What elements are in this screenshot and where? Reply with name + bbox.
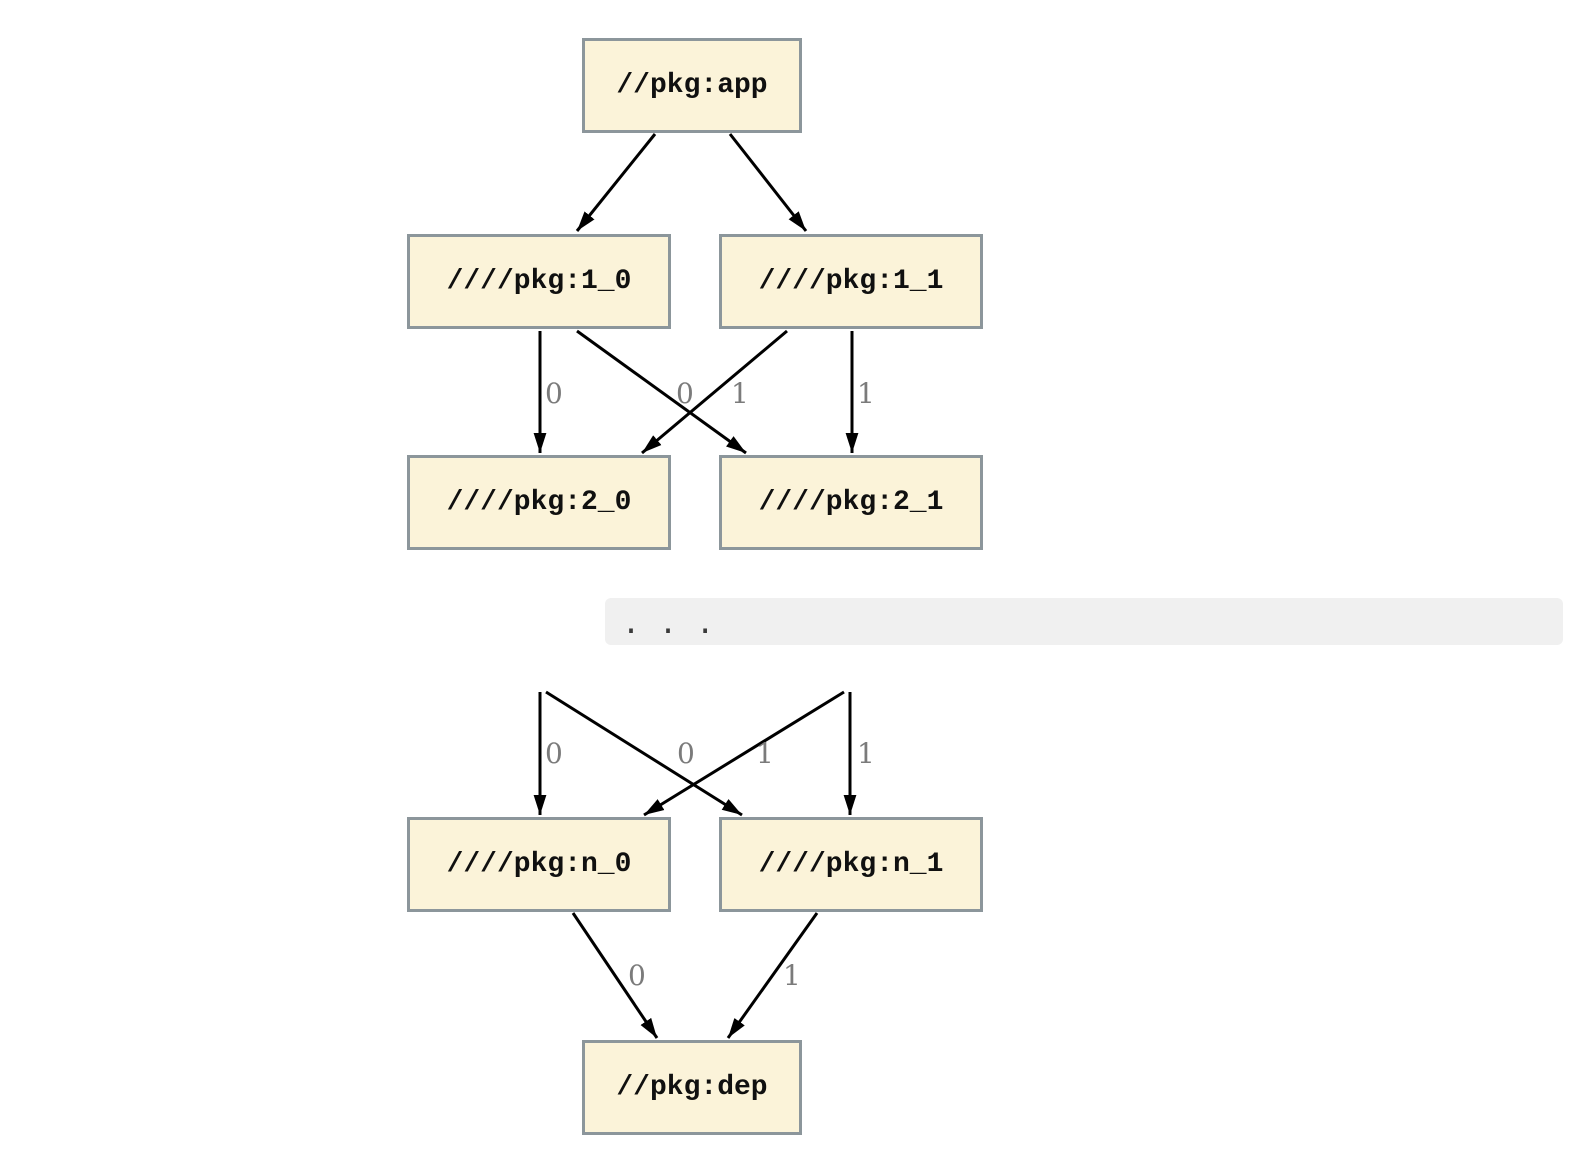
- node-pkg-1-0: ////pkg:1_0: [407, 234, 671, 329]
- edge-app-to-v1_0: [575, 133, 657, 232]
- edge-label-ellipsis-to-vn_0: 0: [677, 737, 695, 770]
- edge-label-vn_0-to-dep: 0: [628, 959, 646, 992]
- edge-app-to-v1_1: [728, 133, 808, 232]
- edge-label-v1_1-to-v2_0: 0: [676, 377, 694, 410]
- node-pkg-app: //pkg:app: [582, 38, 802, 133]
- edge-label-ellipsis-to-vn_1: 1: [756, 737, 774, 770]
- node-pkg-n-0: ////pkg:n_0: [407, 817, 671, 912]
- edge-v1_0-to-v2_1: [576, 329, 747, 455]
- edge-label-ellipsis-to-vn_0: 0: [545, 737, 563, 770]
- edge-label-vn_1-to-dep: 1: [783, 959, 801, 992]
- node-pkg-1-1: ////pkg:1_1: [719, 234, 983, 329]
- ellipsis-dots: ...: [622, 606, 734, 641]
- node-pkg-n-1: ////pkg:n_1: [719, 817, 983, 912]
- node-pkg-2-0: ////pkg:2_0: [407, 455, 671, 550]
- node-pkg-dep: //pkg:dep: [582, 1040, 802, 1135]
- edge-label-ellipsis-to-vn_1: 1: [857, 737, 875, 770]
- edge-label-v1_0-to-v2_0: 0: [545, 377, 563, 410]
- edge-label-v1_0-to-v2_1: 1: [731, 377, 749, 410]
- edge-label-v1_1-to-v2_1: 1: [857, 377, 875, 410]
- edge-ellipsis-to-vn_0: [643, 690, 845, 817]
- edge-ellipsis-to-vn_1: [545, 690, 743, 817]
- edge-vn_1-to-dep: [726, 912, 819, 1039]
- edge-vn_0-to-dep: [571, 912, 659, 1039]
- edge-v1_1-to-v2_0: [641, 329, 788, 455]
- ellipsis-code-block: ...: [605, 598, 1563, 645]
- node-pkg-2-1: ////pkg:2_1: [719, 455, 983, 550]
